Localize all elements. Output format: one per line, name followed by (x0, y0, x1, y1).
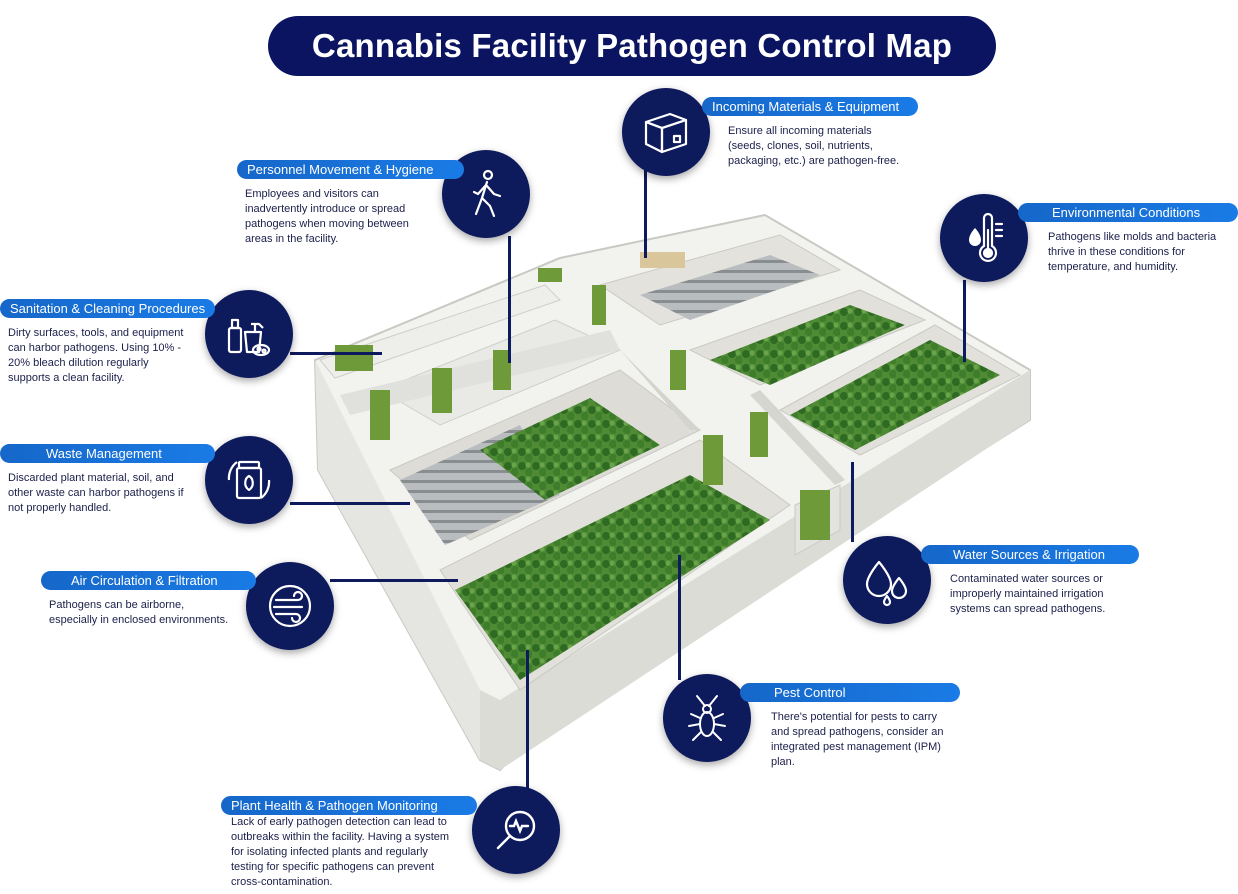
incoming-icon-circle (622, 88, 710, 176)
personnel-label: Personnel Movement & Hygiene (237, 160, 464, 179)
water-connector-line (851, 462, 854, 542)
monitoring-connector-line (526, 650, 529, 790)
air-connector-line (330, 579, 458, 582)
pest-icon-circle (663, 674, 751, 762)
thermometer-icon (969, 212, 1004, 263)
cockroach-icon (688, 695, 726, 741)
air-label: Air Circulation & Filtration (41, 571, 256, 590)
waste-connector-line (290, 502, 410, 505)
incoming-description: Ensure all incoming materials(seeds, clo… (728, 125, 900, 167)
pest-label: Pest Control (740, 683, 960, 702)
incoming-connector-line (644, 170, 647, 258)
environment-label: Environmental Conditions (1018, 203, 1238, 222)
environment-icon-circle (940, 194, 1028, 282)
waste-icon-circle (205, 436, 293, 524)
cleaning-supplies-icon (227, 318, 271, 357)
water-icon-circle (843, 536, 931, 624)
air-flow-icon (268, 584, 312, 628)
recycle-bin-icon (227, 460, 271, 500)
pest-connector-line (678, 555, 681, 680)
incoming-label: Incoming Materials & Equipment (702, 97, 918, 116)
water-drops-icon (865, 560, 908, 607)
monitoring-icon-circle (472, 786, 560, 874)
sanitation-icon-circle (205, 290, 293, 378)
box-icon (644, 112, 688, 154)
page-title: Cannabis Facility Pathogen Control Map (268, 16, 996, 76)
air-description: Pathogens can be airborne,especially in … (49, 599, 229, 626)
walking-person-icon (472, 169, 502, 218)
sanitation-label: Sanitation & Cleaning Procedures (0, 299, 215, 318)
monitoring-description: Lack of early pathogen detection can lea… (231, 816, 450, 888)
water-label: Water Sources & Irrigation (921, 545, 1139, 564)
air-icon-circle (246, 562, 334, 650)
environment-connector-line (963, 280, 966, 362)
waste-label: Waste Management (0, 444, 215, 463)
sanitation-connector-line (290, 352, 382, 355)
magnifier-icon (496, 810, 536, 850)
personnel-connector-line (508, 236, 511, 363)
monitoring-label: Plant Health & Pathogen Monitoring (221, 796, 477, 815)
